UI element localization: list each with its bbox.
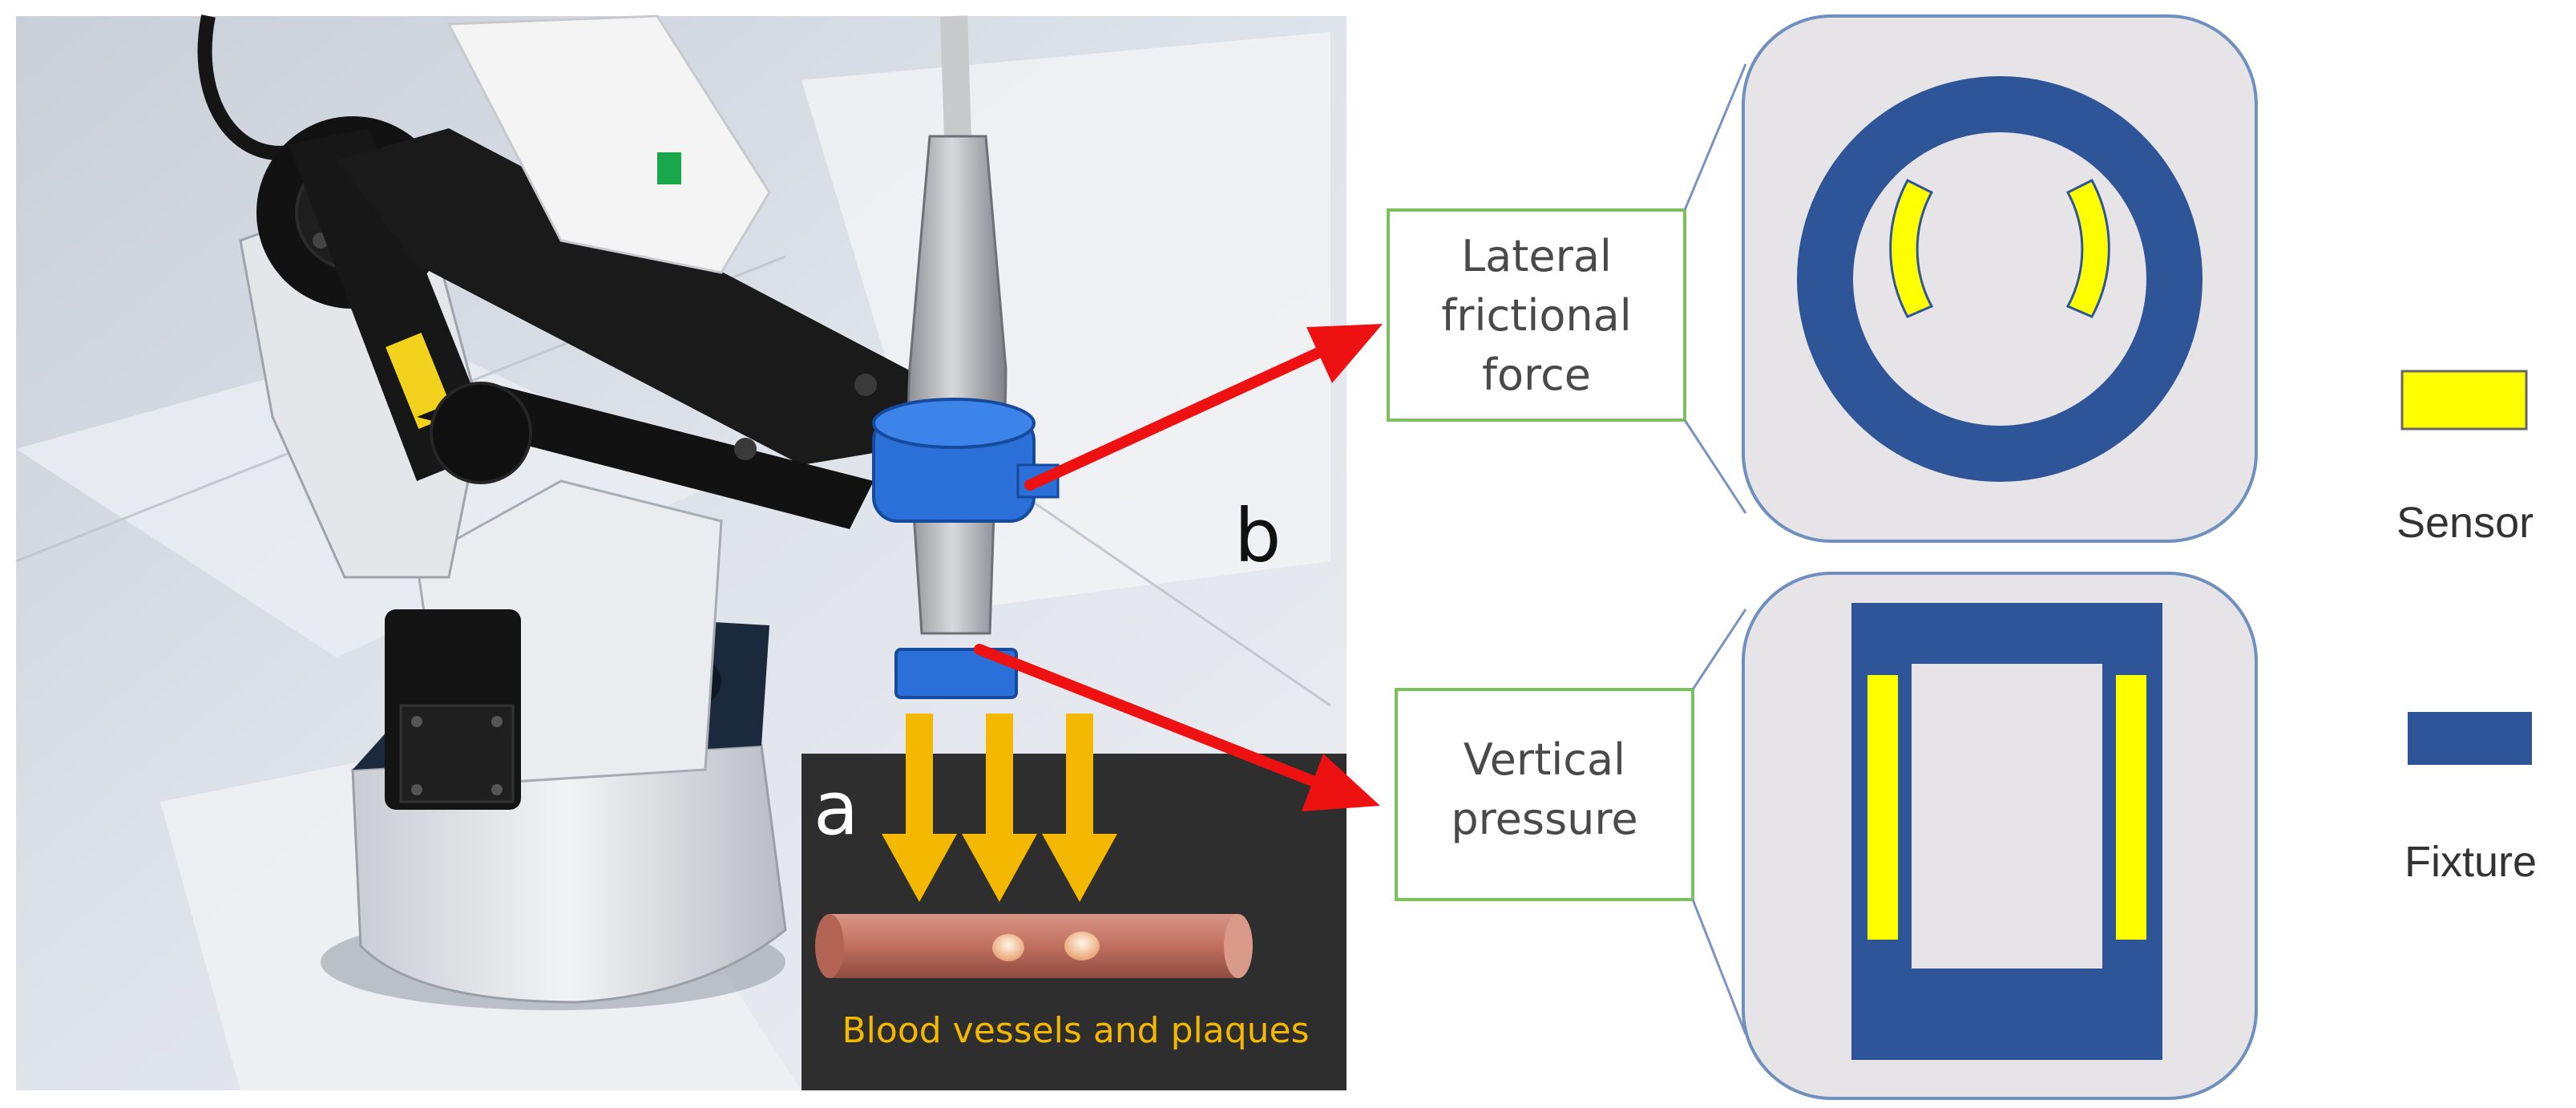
callout-vertical: Vertical pressure <box>1395 688 1694 901</box>
callout-vertical-line2: pressure <box>1451 794 1637 844</box>
legend-fixture-swatch <box>2408 712 2532 765</box>
force-arrow <box>882 714 957 902</box>
ring-sensor-left <box>1889 179 1934 318</box>
zoom-line <box>1683 63 1747 211</box>
detail-lateral <box>1742 14 2258 543</box>
callout-lateral-line1: Lateral <box>1461 231 1612 281</box>
force-arrow <box>962 714 1037 902</box>
robot-photo: b a Blood vessel <box>15 14 1347 1090</box>
zoom-line <box>1683 419 1747 514</box>
label-a: a <box>814 766 858 851</box>
callout-lateral-box <box>1387 208 1686 422</box>
lateral-clamp-top <box>872 398 1036 449</box>
frame-inner <box>1912 664 2102 968</box>
forearm <box>337 128 922 465</box>
motor-screw <box>411 716 422 727</box>
detail-vertical <box>1742 572 2258 1100</box>
frame-sensor-left <box>1867 675 1898 940</box>
arrow-lateral <box>1024 324 1383 491</box>
callout-lateral-line2: frictional <box>1441 290 1631 341</box>
plaque <box>992 934 1024 961</box>
label-b: b <box>1234 493 1281 579</box>
plaque <box>1064 932 1100 960</box>
callout-lateral-line3: force <box>1482 350 1591 400</box>
zoom-line <box>1691 899 1747 1035</box>
tip-fixture <box>894 648 1018 699</box>
blood-vessel <box>815 914 1253 978</box>
callout-lateral: Lateral frictional force <box>1387 208 1686 422</box>
legend: Sensor Fixture <box>2396 370 2537 886</box>
forearm-lower-link <box>417 385 874 529</box>
forearm-bolt <box>854 374 877 396</box>
callout-vertical-box <box>1395 688 1694 901</box>
paper-edge <box>1025 495 1331 707</box>
motor-screw <box>491 784 503 795</box>
legend-fixture-label: Fixture <box>2404 838 2537 886</box>
elbow-joint <box>430 382 532 484</box>
callout-vertical-line1: Vertical <box>1464 734 1625 785</box>
ring-sensor-right <box>2065 179 2110 318</box>
motor-screw <box>491 716 503 727</box>
ultrasound-probe <box>906 135 1007 635</box>
motor-screw <box>411 784 422 795</box>
warning-label <box>386 333 454 429</box>
legend-sensor-swatch <box>2400 370 2528 431</box>
zoom-line <box>1691 609 1747 690</box>
legend-sensor-label: Sensor <box>2396 499 2534 547</box>
inset-panel: a Blood vessels and plaques <box>801 714 1347 1090</box>
force-arrow <box>1042 714 1117 902</box>
inset-caption: Blood vessels and plaques <box>842 1010 1309 1051</box>
arrow-vertical <box>974 644 1380 811</box>
controller-pack <box>446 14 771 274</box>
frame-sensor-right <box>2116 675 2146 940</box>
probe-cable <box>940 15 971 137</box>
forearm-bolt <box>734 438 757 460</box>
controller-led <box>657 152 681 184</box>
